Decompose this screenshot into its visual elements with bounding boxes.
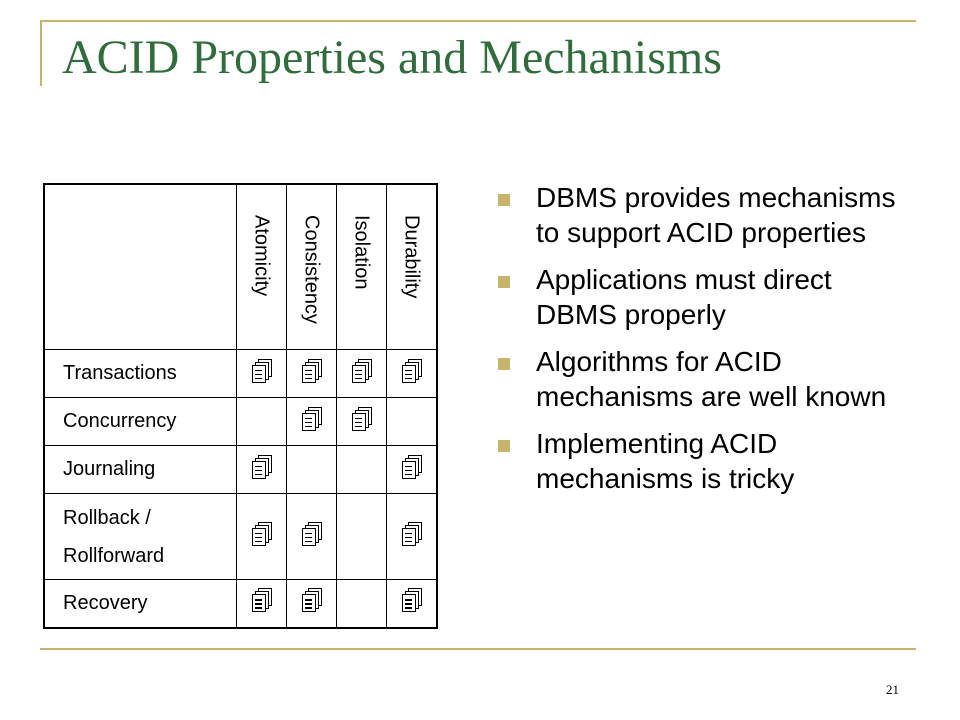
column-header-consistency: Consistency	[300, 215, 323, 324]
column-header-atomicity: Atomicity	[250, 215, 273, 297]
column-header-durability: Durability	[400, 215, 423, 299]
mark-cell	[236, 397, 287, 446]
bullet-item: Algorithms for ACID mechanisms are well …	[498, 344, 918, 414]
checked-documents-icon	[251, 521, 272, 546]
mark-cell	[286, 349, 337, 398]
row-label-concurrency: Concurrency	[43, 397, 237, 446]
checked-documents-icon	[401, 358, 422, 383]
frame-left-line	[40, 20, 42, 86]
row-label-rollback-rollforward: Rollback / Rollforward	[43, 493, 237, 580]
table-row: Transactions	[43, 349, 438, 398]
mark-cell	[336, 493, 387, 580]
column-header-isolation: Isolation	[350, 215, 373, 290]
mark-cell	[236, 579, 287, 628]
row-label-line: Rollforward	[63, 544, 165, 567]
bullet-text: Implementing ACID mechanisms is tricky	[536, 428, 795, 494]
bullet-list: DBMS provides mechanisms to support ACID…	[498, 180, 918, 508]
checked-documents-icon	[251, 358, 272, 383]
column-header: Consistency	[286, 183, 337, 350]
mark-cell	[336, 445, 387, 494]
mark-cell	[386, 445, 438, 494]
checked-documents-icon	[301, 588, 322, 613]
mark-cell	[386, 579, 438, 628]
mark-cell	[336, 579, 387, 628]
mark-cell	[336, 397, 387, 446]
column-header: Isolation	[336, 183, 387, 350]
column-header: Durability	[386, 183, 438, 350]
table-row: Recovery	[43, 579, 438, 628]
checked-documents-icon	[301, 521, 322, 546]
table-row: Journaling	[43, 445, 438, 494]
column-header: Atomicity	[236, 183, 287, 350]
checked-documents-icon	[401, 454, 422, 479]
checked-documents-icon	[251, 454, 272, 479]
bullet-item: DBMS provides mechanisms to support ACID…	[498, 180, 918, 250]
checked-documents-icon	[251, 588, 272, 613]
page-number: 21	[886, 682, 899, 697]
mark-cell	[236, 493, 287, 580]
mark-cell	[386, 397, 438, 446]
bullet-item: Applications must direct DBMS properly	[498, 262, 918, 332]
mark-cell	[386, 493, 438, 580]
mark-cell	[236, 349, 287, 398]
row-label-journaling: Journaling	[43, 445, 237, 494]
bullet-text: Applications must direct DBMS properly	[536, 264, 832, 330]
square-bullet-icon	[498, 440, 510, 452]
checked-documents-icon	[401, 521, 422, 546]
acid-table: Atomicity Consistency Isolation Durabili…	[43, 183, 438, 629]
square-bullet-icon	[498, 194, 510, 206]
checked-documents-icon	[351, 358, 372, 383]
bullet-item: Implementing ACID mechanisms is tricky	[498, 426, 918, 496]
row-label-recovery: Recovery	[43, 579, 237, 628]
checked-documents-icon	[401, 588, 422, 613]
bullet-text: Algorithms for ACID mechanisms are well …	[536, 346, 887, 412]
checked-documents-icon	[351, 406, 372, 431]
table-row: Concurrency	[43, 397, 438, 446]
frame-bottom-line	[40, 648, 916, 650]
bullet-text: DBMS provides mechanisms to support ACID…	[536, 182, 896, 248]
mark-cell	[286, 493, 337, 580]
slide-title: ACID Properties and Mechanisms	[62, 31, 722, 84]
row-label-transactions: Transactions	[43, 349, 237, 398]
table-row: Rollback / Rollforward	[43, 493, 438, 580]
mark-cell	[286, 397, 337, 446]
row-label-line: Rollback /	[63, 506, 151, 529]
mark-cell	[286, 445, 337, 494]
mark-cell	[386, 349, 438, 398]
table-header-row: Atomicity Consistency Isolation Durabili…	[43, 183, 438, 350]
square-bullet-icon	[498, 358, 510, 370]
table-corner-cell	[43, 183, 237, 350]
checked-documents-icon	[301, 406, 322, 431]
square-bullet-icon	[498, 276, 510, 288]
mark-cell	[336, 349, 387, 398]
checked-documents-icon	[301, 358, 322, 383]
mark-cell	[286, 579, 337, 628]
frame-top-line	[40, 20, 916, 22]
mark-cell	[236, 445, 287, 494]
